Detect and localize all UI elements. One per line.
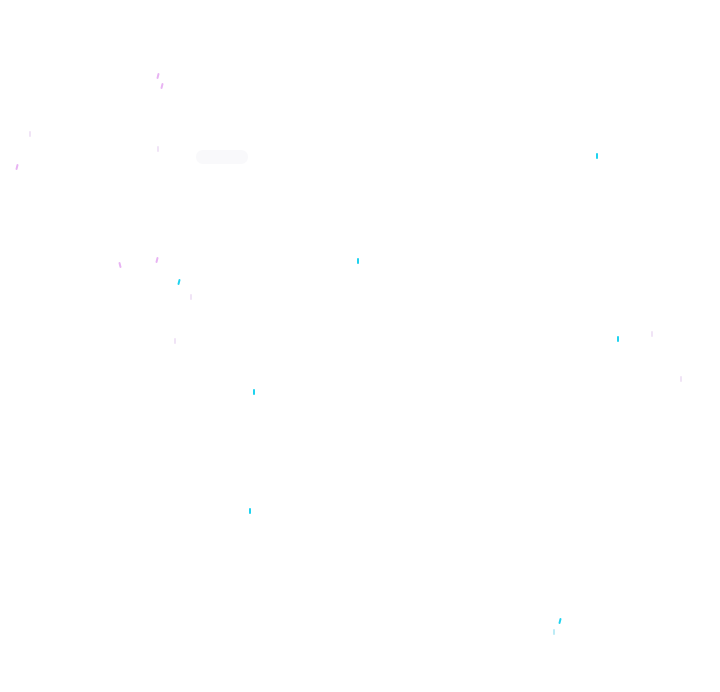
- pink-fleck: [15, 163, 19, 171]
- cyan-fleck: [177, 278, 181, 286]
- faint-fleck: [157, 146, 159, 152]
- pink-fleck: [118, 261, 122, 269]
- faint-fleck: [190, 294, 192, 300]
- cyan-fleck: [558, 617, 562, 625]
- cyan-fleck: [596, 153, 598, 159]
- cyan-fleck: [249, 508, 251, 514]
- pale-cyan-fleck: [553, 629, 555, 635]
- faint-smudge: [196, 150, 248, 164]
- faint-fleck: [174, 338, 176, 344]
- pink-fleck: [155, 256, 159, 264]
- pink-fleck: [156, 72, 160, 80]
- cyan-fleck: [617, 336, 619, 342]
- pink-fleck: [160, 82, 164, 90]
- faint-fleck: [29, 131, 31, 137]
- cyan-fleck: [357, 258, 359, 264]
- faint-fleck: [680, 376, 682, 382]
- faint-fleck: [651, 331, 653, 337]
- cyan-fleck: [253, 389, 255, 395]
